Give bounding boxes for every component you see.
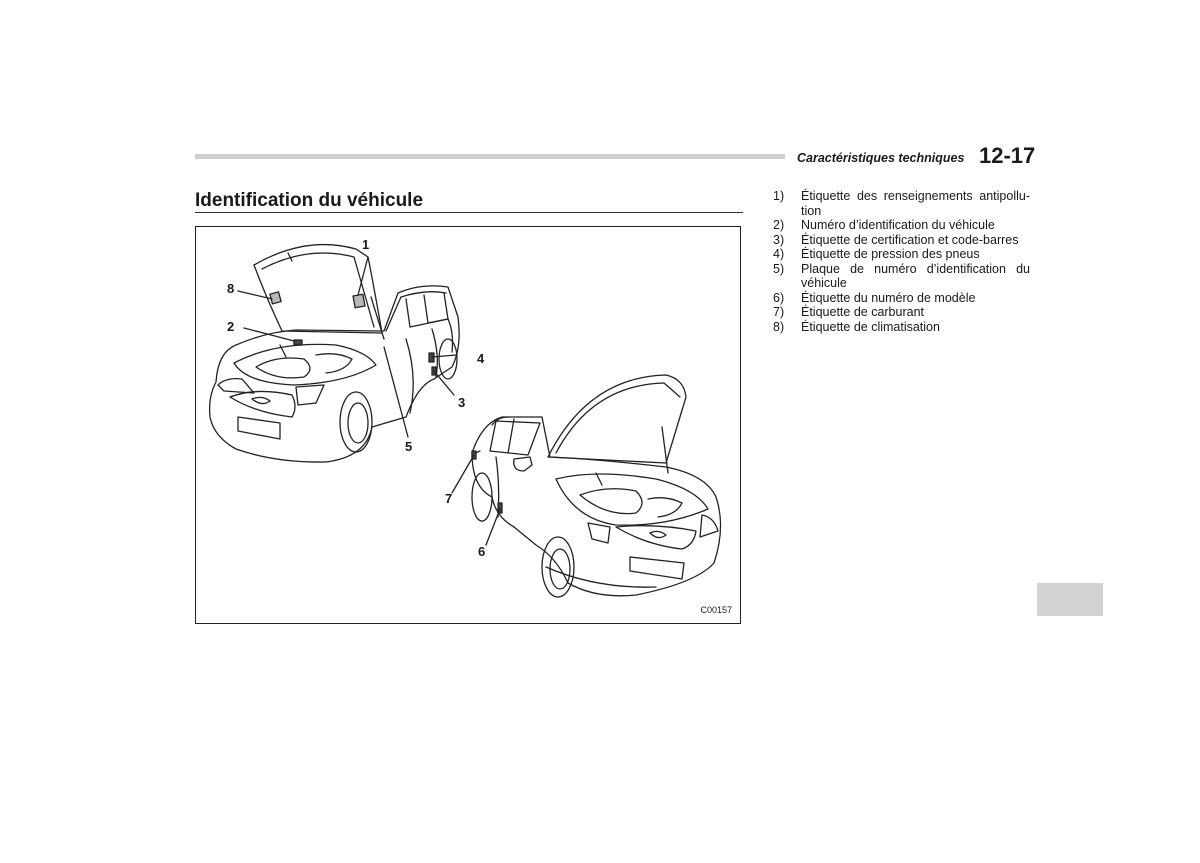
car-front-right — [471, 374, 722, 598]
legend-number: 4) — [773, 247, 785, 261]
car-front-left — [208, 243, 460, 463]
callout-leaders — [237, 256, 501, 546]
callout-5: 5 — [405, 439, 413, 454]
vehicle-illustration — [208, 243, 722, 598]
section-title: Identification du véhicule — [195, 190, 424, 211]
callout-8: 8 — [227, 281, 235, 296]
legend-text: Étiquette de climatisation — [801, 319, 940, 334]
chapter-title: Caractéristiques techniques — [797, 151, 965, 165]
callout-4: 4 — [477, 351, 485, 366]
legend-item: 6) Étiquette du numéro de modèle — [773, 291, 1030, 306]
legend-number: 3) — [773, 232, 785, 247]
legend-text: Étiquette de certification et code-barre… — [801, 232, 1019, 247]
legend-number: 8) — [773, 319, 785, 334]
section-rule — [195, 212, 743, 213]
legend-item: 2) Numéro d’identification du véhicule — [773, 218, 1030, 233]
callout-7: 7 — [445, 491, 453, 506]
legend-text: Étiquette de carburant — [801, 305, 924, 319]
legend-number: 5) — [773, 261, 785, 276]
legend-item: 4) Étiquette de pression des pneus — [773, 247, 1030, 262]
header-rule — [195, 154, 785, 159]
legend-text: Numéro d’identification du véhicule — [801, 218, 995, 232]
legend-number: 2) — [773, 218, 785, 232]
legend-number: 1) — [773, 189, 785, 203]
legend-number: 7) — [773, 305, 785, 319]
page-number: 12-17 — [979, 143, 1036, 168]
legend-text: Étiquette de pression des pneus — [801, 247, 980, 261]
chapter-tab-marker — [1037, 583, 1103, 616]
callout-6: 6 — [478, 544, 486, 559]
callout-2: 2 — [227, 319, 235, 334]
legend-text: Étiquette du numéro de modèle — [801, 290, 976, 305]
legend-text: Plaque de numéro d’identification du véh… — [801, 261, 1030, 291]
legend-item: 5) Plaque de numéro d’identification du … — [773, 262, 1030, 291]
callout-1: 1 — [362, 237, 370, 252]
legend-item: 1) Étiquette des renseignements antipoll… — [773, 189, 1030, 218]
legend-item: 8) Étiquette de climatisation — [773, 320, 1030, 335]
legend-text: Étiquette des renseignements antipollu-t… — [801, 189, 1030, 218]
figure-code: C00157 — [700, 605, 732, 615]
callout-3: 3 — [458, 395, 466, 410]
legend-item: 3) Étiquette de certification et code-ba… — [773, 233, 1030, 248]
vehicle-label-diagram: 1 8 2 4 3 5 7 6 C00157 — [195, 226, 741, 624]
legend-item: 7) Étiquette de carburant — [773, 305, 1030, 320]
legend-number: 6) — [773, 290, 785, 305]
label-legend: 1) Étiquette des renseignements antipoll… — [773, 189, 1030, 334]
